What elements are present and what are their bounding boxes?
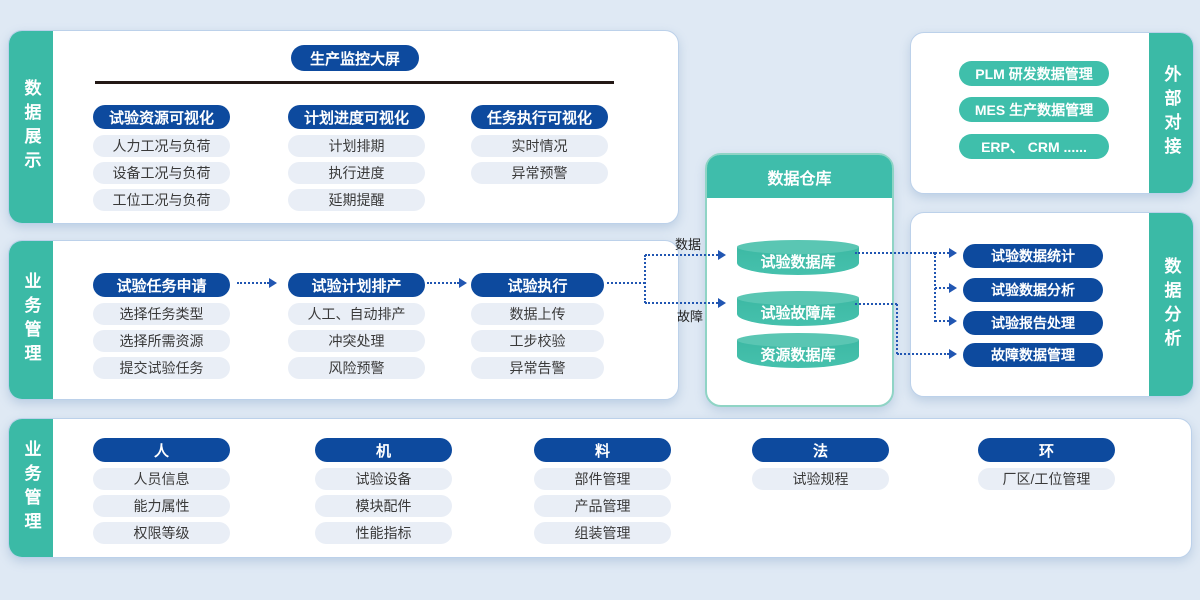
node-task-apply: 试验任务申请: [93, 273, 230, 297]
node-header-plan-visual: 计划进度可视化: [288, 105, 425, 129]
diagram-item: 设备工况与负荷: [93, 162, 230, 184]
diagram-item: 模块配件: [315, 495, 452, 517]
node-header-method: 法: [752, 438, 889, 462]
arrowhead-icon: [949, 283, 957, 293]
arrowhead-icon: [949, 248, 957, 258]
diagram-item: 部件管理: [534, 468, 671, 490]
node-header-machine: 机: [315, 438, 452, 462]
diagram-item: 实时情况: [471, 135, 608, 157]
diagram-item: 权限等级: [93, 522, 230, 544]
node-data-analysis: 试验数据分析: [963, 278, 1103, 302]
diagram-item: 能力属性: [93, 495, 230, 517]
panel-resources: 业务管理 人 人员信息 能力属性 权限等级 机 试验设备 模块配件 性能指标 料…: [8, 418, 1192, 558]
diagram-item: 工步校验: [471, 330, 604, 352]
diagram-item: 执行进度: [288, 162, 425, 184]
node-plan-schedule: 试验计划排产: [288, 273, 425, 297]
sidebar-label-business-flow: 业务管理: [9, 241, 53, 399]
arrowhead-icon: [718, 298, 726, 308]
connector-to-analysis: [935, 287, 949, 289]
database-cylinder-fault: 试验故障库: [737, 291, 859, 326]
diagram-item: 试验设备: [315, 468, 452, 490]
diagram-item: 厂区/工位管理: [978, 468, 1115, 490]
diagram-item: 异常告警: [471, 357, 604, 379]
node-header-person: 人: [93, 438, 230, 462]
edge-label-data: 数据: [675, 237, 702, 252]
connector-execute-out: [607, 282, 645, 284]
arrowhead-icon: [949, 316, 957, 326]
diagram-item: 冲突处理: [288, 330, 425, 352]
database-cylinder-test-data: 试验数据库: [737, 240, 859, 275]
node-header-resource-visual: 试验资源可视化: [93, 105, 230, 129]
node-header-material: 料: [534, 438, 671, 462]
diagram-item: 风险预警: [288, 357, 425, 379]
diagram-item: 组装管理: [534, 522, 671, 544]
cylinder-top-ellipse: [737, 333, 859, 347]
diagram-item: 人力工况与负荷: [93, 135, 230, 157]
arrowhead-icon: [949, 349, 957, 359]
cylinder-top-ellipse: [737, 240, 859, 254]
diagram-item: 工位工况与负荷: [93, 189, 230, 211]
connector-faultdb-vertical: [896, 304, 898, 354]
node-erp-crm: ERP、 CRM ......: [959, 134, 1109, 159]
connector-fork-vertical: [644, 255, 646, 303]
panel-business-flow: 业务管理 试验任务申请 选择任务类型 选择所需资源 提交试验任务 试验计划排产 …: [8, 240, 679, 400]
node-header-environment: 环: [978, 438, 1115, 462]
diagram-item: 产品管理: [534, 495, 671, 517]
diagram-item: 异常预警: [471, 162, 608, 184]
diagram-item: 数据上传: [471, 303, 604, 325]
arrowhead-icon: [459, 278, 467, 288]
node-header-task-visual: 任务执行可视化: [471, 105, 608, 129]
connector-fault-branch: [645, 302, 718, 304]
warehouse-title: 数据仓库: [707, 155, 892, 198]
diagram-item: 选择所需资源: [93, 330, 230, 352]
sidebar-label-data-display: 数据展示: [9, 31, 53, 223]
node-mes: MES 生产数据管理: [959, 97, 1109, 122]
node-report-processing: 试验报告处理: [963, 311, 1103, 335]
connector-to-fault-mgmt: [897, 353, 949, 355]
panel-data-display: 数据展示 生产监控大屏 试验资源可视化 人力工况与负荷 设备工况与负荷 工位工况…: [8, 30, 679, 224]
divider-line: [95, 81, 614, 84]
connector-to-report: [935, 320, 949, 322]
cylinder-top-ellipse: [737, 291, 859, 305]
diagram-item: 人员信息: [93, 468, 230, 490]
connector-warehouse-out: [855, 252, 935, 254]
node-production-monitor-title: 生产监控大屏: [291, 45, 419, 71]
node-plm: PLM 研发数据管理: [959, 61, 1109, 86]
panel-data-analysis: 数据分析 试验数据统计 试验数据分析 试验报告处理 故障数据管理: [910, 212, 1194, 397]
diagram-item: 提交试验任务: [93, 357, 230, 379]
edge-label-fault: 故障: [677, 309, 704, 324]
diagram-item: 性能指标: [315, 522, 452, 544]
connector-faultdb-out: [855, 303, 897, 305]
connector-flow-1: [237, 282, 269, 284]
sidebar-label-external: 外部对接: [1149, 33, 1193, 193]
arrowhead-icon: [718, 250, 726, 260]
sidebar-label-resources: 业务管理: [9, 419, 53, 557]
node-data-statistics: 试验数据统计: [963, 244, 1103, 268]
diagram-item: 计划排期: [288, 135, 425, 157]
connector-flow-2: [427, 282, 459, 284]
sidebar-label-analysis: 数据分析: [1149, 213, 1193, 396]
panel-external-integration: 外部对接 PLM 研发数据管理 MES 生产数据管理 ERP、 CRM ....…: [910, 32, 1194, 194]
database-cylinder-resource: 资源数据库: [737, 333, 859, 368]
diagram-item: 延期提醒: [288, 189, 425, 211]
diagram-item: 选择任务类型: [93, 303, 230, 325]
connector-data-branch: [645, 254, 718, 256]
diagram-item: 人工、自动排产: [288, 303, 425, 325]
node-fault-management: 故障数据管理: [963, 343, 1103, 367]
node-test-execute: 试验执行: [471, 273, 604, 297]
connector-to-statistics: [935, 252, 949, 254]
diagram-item: 试验规程: [752, 468, 889, 490]
panel-data-warehouse: 数据仓库 试验数据库 试验故障库 资源数据库: [705, 153, 894, 407]
arrowhead-icon: [269, 278, 277, 288]
